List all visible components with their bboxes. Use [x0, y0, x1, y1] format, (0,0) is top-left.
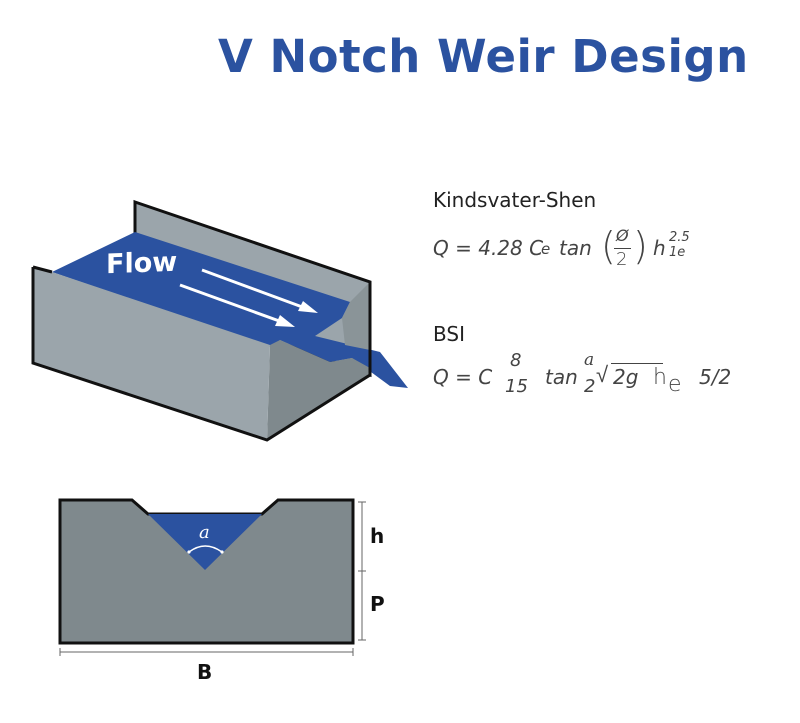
frac-num: 8 — [510, 350, 522, 371]
frac-num-2: a — [584, 350, 595, 370]
sqrt-content: 2g — [613, 365, 639, 389]
flow-label: Flow — [106, 246, 178, 281]
formula-kindsvater: Q = 4.28 C e tan ( Ø 2 ) h 2.5 1e — [433, 224, 733, 278]
h-label: h — [370, 524, 385, 548]
formula-sub: e — [541, 240, 551, 258]
flow-arrow-icon — [179, 268, 318, 327]
frac-den: 2 — [616, 249, 628, 270]
b-label: B — [197, 660, 213, 684]
paren-left: ( — [601, 224, 616, 268]
formula-sub: e — [668, 372, 682, 397]
formula-heading-bsi: BSI — [433, 322, 465, 346]
isometric-weir-channel — [31, 199, 408, 442]
formula-lhs: Q = 4.28 C — [433, 236, 544, 260]
frac-den: 15 — [505, 376, 528, 397]
formula-tan: tan — [559, 236, 592, 260]
weir-front-view — [58, 498, 366, 656]
paren-right: ) — [633, 224, 648, 268]
formula-heading-kindsvater: Kindsvater-Shen — [433, 188, 597, 212]
formula-exp: 5/2 — [699, 365, 732, 389]
formula-tan: tan — [545, 365, 578, 389]
formula-h: h — [653, 365, 667, 390]
formula-sup: 2.5 — [669, 230, 690, 245]
angle-label: a — [199, 522, 210, 543]
frac-bar — [614, 248, 631, 249]
formula-h: h — [653, 236, 666, 260]
formula-bsi: Q = C 8 15 tan a 2 √ 2g h e 5/2 — [433, 350, 753, 402]
formula-lhs: Q = C — [433, 365, 493, 389]
frac-den-2: 2 — [584, 376, 596, 397]
formula-sub2: 1e — [669, 245, 686, 260]
page-title: V Notch Weir Design — [218, 30, 749, 83]
frac-num: Ø — [616, 226, 629, 245]
sqrt-sign: √ — [596, 363, 609, 388]
p-label: P — [370, 592, 385, 616]
sqrt-bar — [611, 363, 663, 364]
